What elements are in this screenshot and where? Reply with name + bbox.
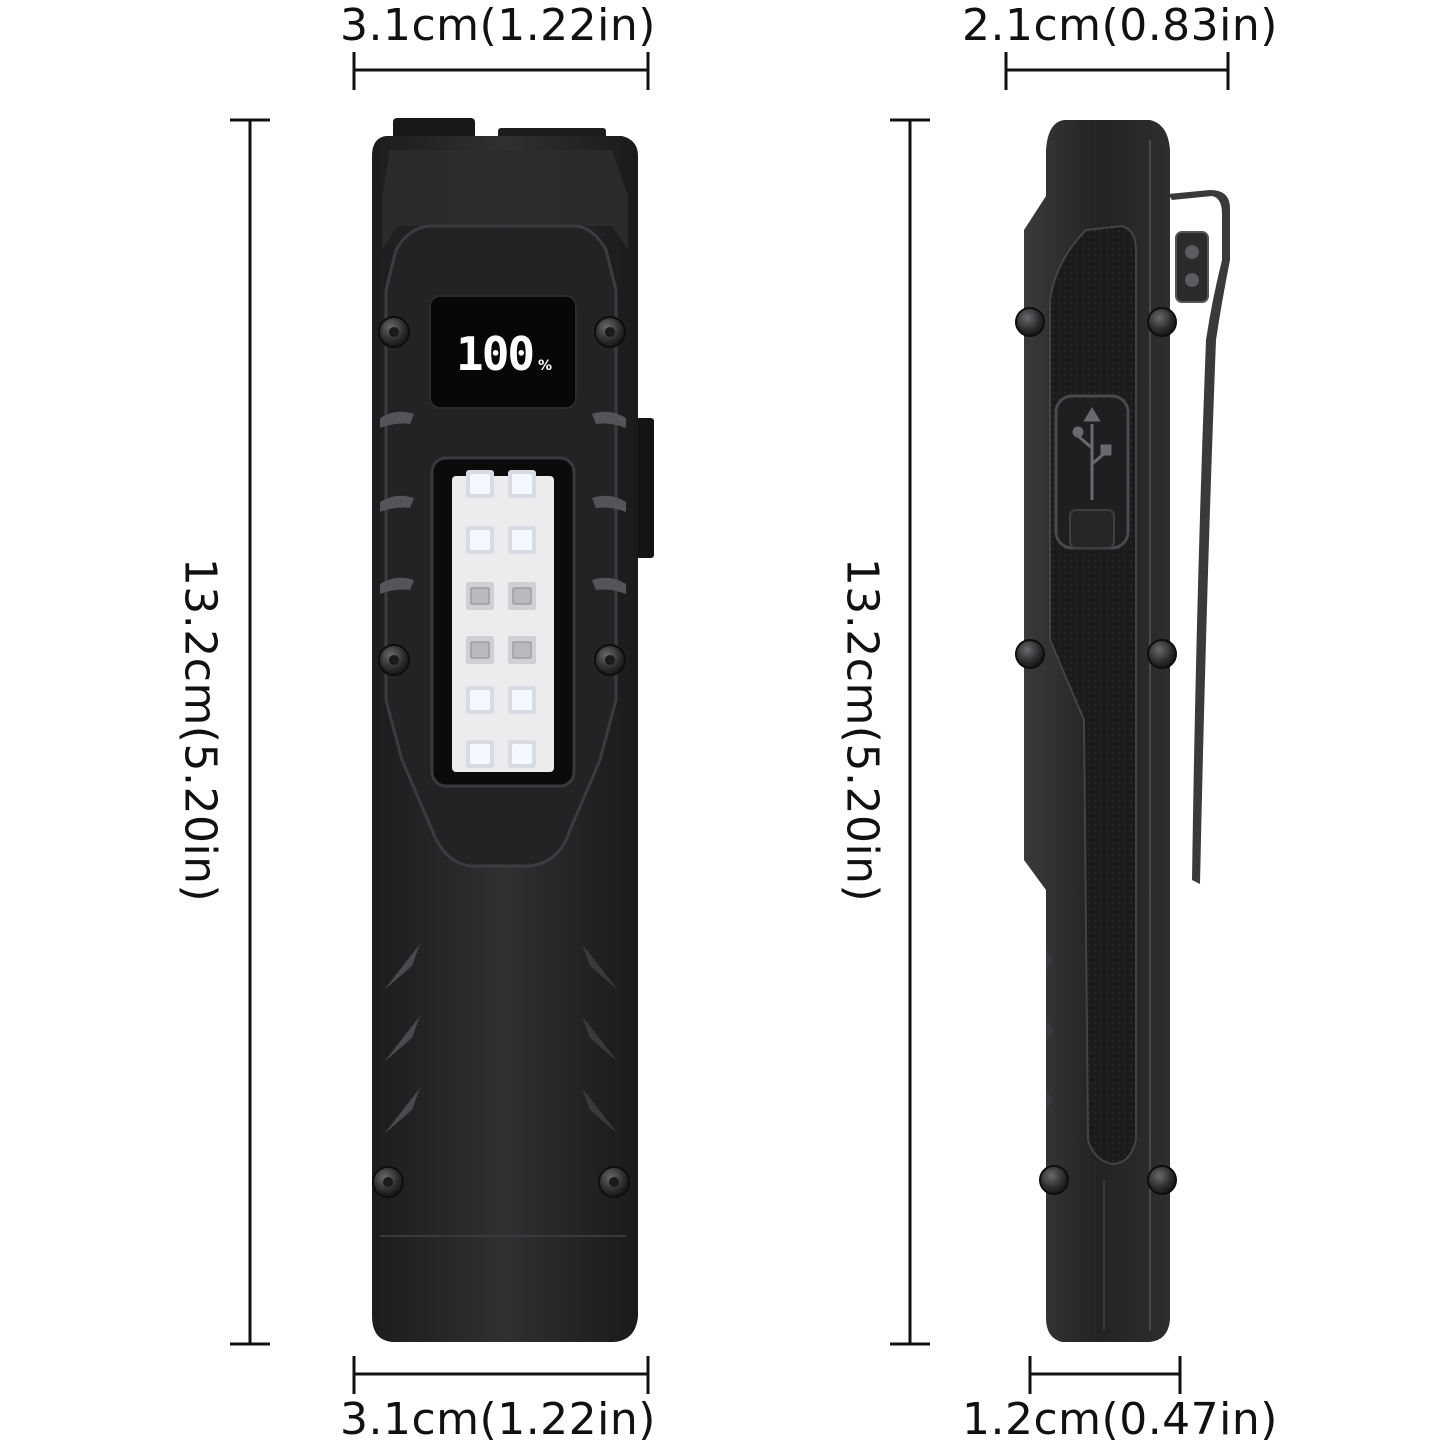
led-chips [466,470,536,768]
screw [1015,639,1045,669]
front-bottom-dimension-line [352,1356,650,1394]
side-height-dimension-line [890,118,930,1346]
side-screws [1015,307,1177,1195]
pocket-clip [1168,190,1230,884]
usb-icon [1072,407,1112,500]
front-grip-wedges [384,944,618,1134]
side-top-width-label: 2.1cm(0.83in) [962,0,1278,51]
battery-unit: % [538,358,552,374]
battery-percentage: 100 [456,327,533,381]
battery-display [429,295,577,409]
side-bottom-dimension-line [1028,1356,1182,1394]
front-fins [380,411,626,594]
front-height-dimension-line [230,118,270,1346]
front-top-dimension-line [352,52,650,90]
screw [1147,307,1177,337]
side-bottom-width-label: 1.2cm(0.47in) [962,1394,1278,1445]
side-bumps [1046,950,1054,1110]
front-bottom-width-label: 3.1cm(1.22in) [340,1394,656,1445]
side-top-dimension-line [1004,52,1230,90]
front-view: 100 % [372,118,654,1342]
screw [1039,1165,1069,1195]
screw [1015,307,1045,337]
front-screws [372,316,630,1198]
front-top-width-label: 3.1cm(1.22in) [340,0,656,51]
screw [1147,639,1177,669]
screw [1147,1165,1177,1195]
top-power-button [393,118,475,140]
side-view [1015,120,1230,1342]
side-switch [636,418,654,558]
